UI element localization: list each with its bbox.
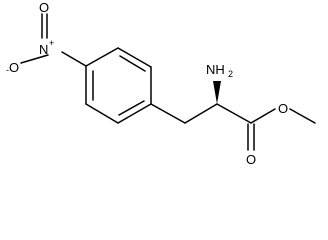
charge-nitro-n: + [49, 38, 54, 48]
atom-nitro-o-double: O [39, 0, 49, 15]
ring-bond-top-right [117, 47, 152, 68]
bond-ring-to-nitro-n [61, 51, 87, 67]
atom-carbonyl-o: O [246, 152, 256, 167]
atom-nitro-o-minus: O [9, 60, 19, 75]
ring-double-bond-top [119, 55, 146, 72]
molecule-structure: O - N + O NH 2 O O [6, 0, 316, 167]
charge-nitro-o-minus: - [6, 65, 9, 75]
atom-nitro-n: N [39, 42, 48, 57]
nitro-group [20, 13, 87, 67]
ring-bond-bottom-left [85, 103, 119, 124]
side-chain [150, 81, 316, 151]
atom-amine-subscript: 2 [228, 69, 233, 79]
atom-labels: O - N + O NH 2 O O [6, 0, 288, 167]
bond-alpha-c-to-carbonyl-c [216, 103, 252, 124]
ring-double-bond-bottom [118, 100, 145, 116]
bond-ch2-to-alpha-c [184, 103, 218, 124]
atom-amine: NH [206, 62, 225, 77]
bond-ring-to-ch2 [150, 103, 186, 124]
ring-bond-bottom-right [117, 103, 152, 124]
bond-carbonyl-c-to-ester-o [250, 108, 276, 124]
bond-ester-o-to-methyl [289, 108, 316, 124]
ring-bond-top-left [85, 47, 119, 67]
benzene-ring [85, 47, 152, 124]
bond-nitro-n-to-o-minus [20, 54, 49, 64]
atom-ester-o: O [278, 101, 288, 116]
wedge-bond-alpha-c-to-amine [213, 81, 221, 104]
